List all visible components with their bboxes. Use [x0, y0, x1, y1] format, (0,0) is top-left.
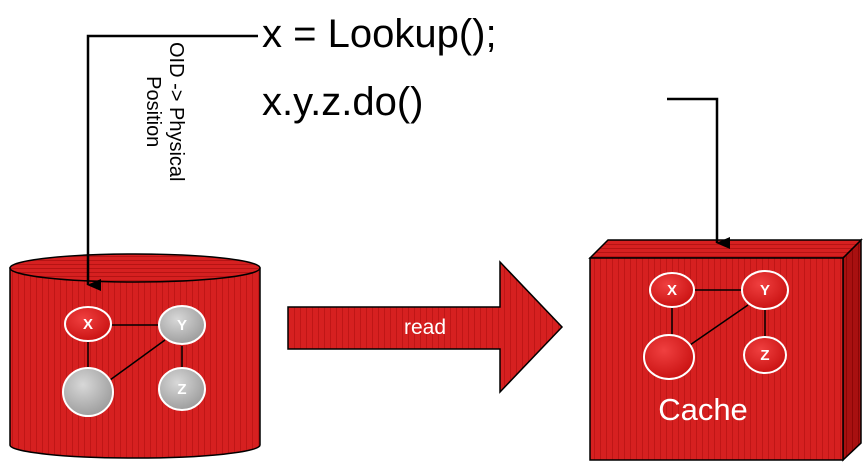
- mapping-label: OID -> Physical Position: [141, 42, 187, 181]
- mapping-label-line1: OID -> Physical: [165, 42, 187, 182]
- database-node-y: Y: [158, 305, 206, 345]
- database-node-unlabeled: [62, 367, 114, 417]
- cache-node-x: X: [649, 272, 695, 308]
- database-cylinder: [9, 253, 261, 459]
- deref-connector: [667, 97, 730, 249]
- cache-label: Cache: [658, 392, 748, 427]
- code-line-lookup: x = Lookup();: [262, 12, 497, 56]
- cache-node-z: Z: [743, 336, 787, 374]
- svg-text:Y: Y: [760, 282, 770, 299]
- svg-text:X: X: [83, 316, 93, 333]
- database-node-x: X: [64, 306, 112, 342]
- code-line-deref: x.y.z.do(): [262, 80, 424, 124]
- cache-node-unlabeled: [643, 334, 695, 380]
- mapping-label-line2: Position: [142, 76, 164, 148]
- svg-text:read: read: [404, 316, 446, 339]
- svg-text:Y: Y: [177, 317, 187, 334]
- svg-text:X: X: [667, 282, 677, 299]
- svg-text:Z: Z: [760, 347, 769, 364]
- database-node-z: Z: [158, 367, 206, 411]
- read-arrow: read: [287, 260, 564, 394]
- database-edges: [87, 324, 183, 381]
- lookup-connector: [86, 34, 258, 291]
- cache-edges: [671, 289, 766, 346]
- svg-text:Z: Z: [177, 381, 186, 398]
- cache-box: Cache: [588, 238, 863, 462]
- cache-node-y: Y: [741, 270, 789, 310]
